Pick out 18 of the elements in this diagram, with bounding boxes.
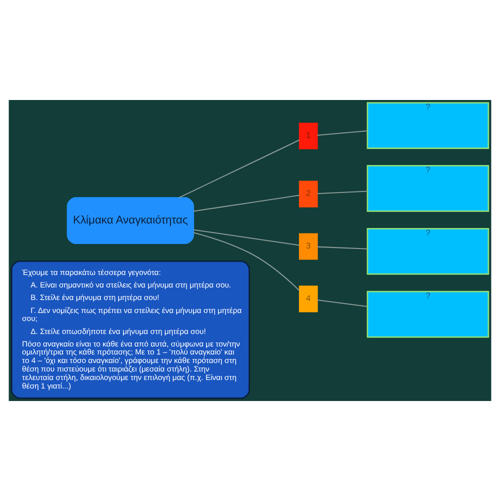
node-box: Έχουμε τα παρακάτω τέσσερα γεγονότα: Α. Είναι σημαντικό να στείλεις ένα μήνυμα στη μητέρα σου. Β. Στείλε ένα μήνυμα στη μητέρα σου! Γ. Δεν νομίζεις πως πρέπει να στείλεις ένα μήνυμα στη μητέρα σου; Δ. Στείλε οπωσδήποτε ένα μήνυμα στη μητέρα σου! Πόσο αναγκαίο είναι το κάθε ένα από αυτά, σύμφωνα με τον/την ομιλητή/τρια της κάθε πρότασης; Με το 1 – 'πολύ αναγκαίο' και το 4 – 'όχι και τόσο αναγκαίο', γράφουμε την κάθε πρόταση στη θέση που πιστεύουμε ότι ταιριάζει (μεσαία στήλη). Στην τελευταία στήλη, δικαιολογούμε την επιλογή μας (π.χ. Είναι στη θέση 1 γιατί...) [10, 260, 250, 398]
connector [178, 139, 300, 198]
node-box: 4 [298, 285, 318, 312]
connector [193, 228, 300, 246]
node-box: 2 [298, 180, 318, 207]
connector [317, 298, 368, 307]
connector [317, 130, 368, 136]
node-box: ? [366, 164, 490, 212]
node-box: 3 [298, 232, 318, 260]
connector [317, 246, 368, 249]
node-box: 1 [298, 122, 318, 149]
connector [193, 232, 300, 291]
connector [317, 190, 368, 194]
node-box: Κλίμακα Αναγκαιότητας [66, 196, 194, 244]
connector [193, 194, 300, 212]
node-box: ? [366, 290, 490, 338]
node-box: ? [366, 102, 490, 148]
node-box: ? [366, 227, 490, 274]
